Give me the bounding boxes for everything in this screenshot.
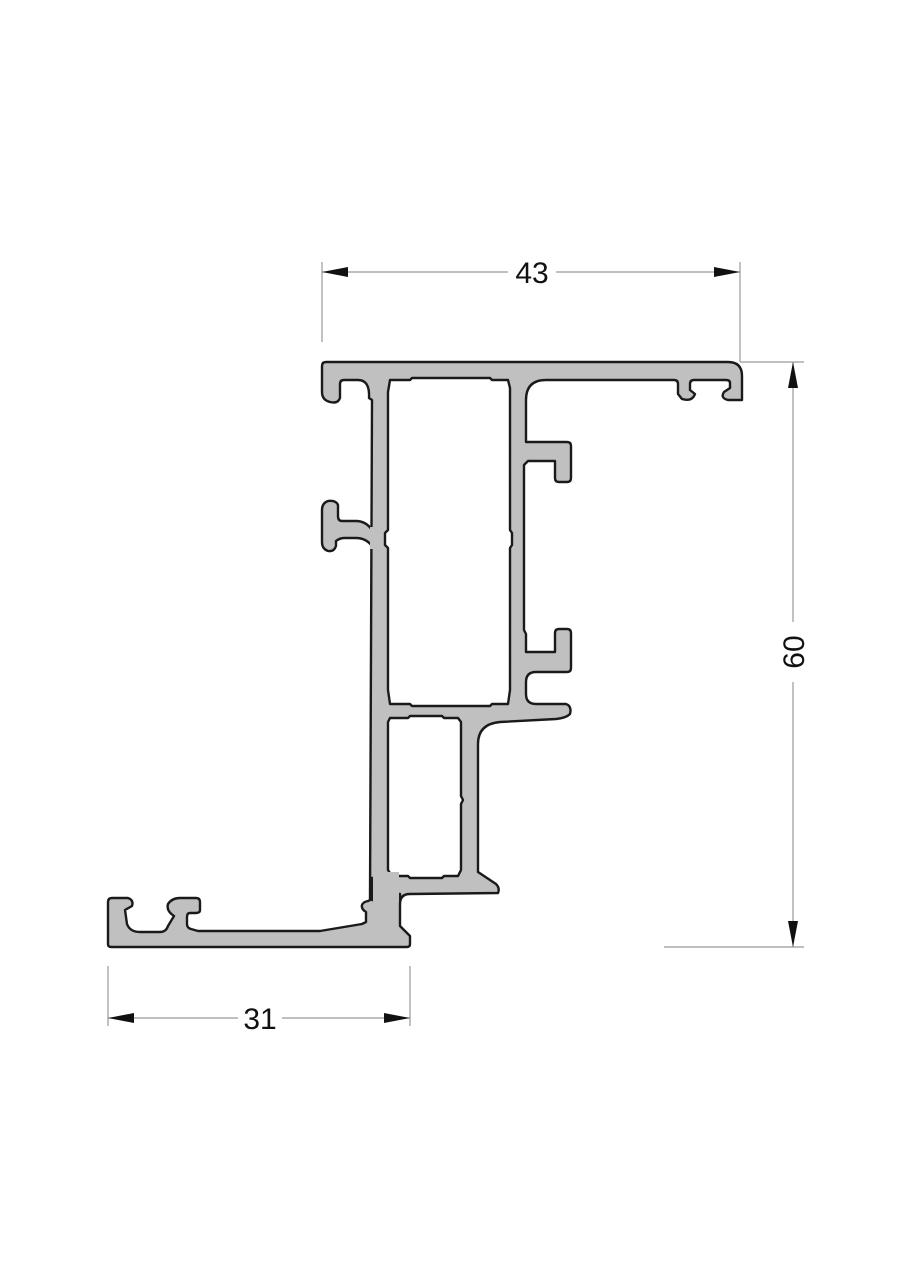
- arrowhead-right-bottom-icon: [384, 1013, 410, 1023]
- connector-fill: [373, 872, 399, 902]
- hook-joint: [370, 527, 374, 549]
- mid-hook: [320, 499, 374, 553]
- arrowhead-left-bottom-icon: [108, 1013, 134, 1023]
- dimension-top-width: [321, 262, 804, 363]
- profile-section: [106, 360, 744, 949]
- profile-outline: [106, 360, 744, 949]
- arrowhead-down-icon: [788, 921, 798, 947]
- dimension-height: [664, 362, 804, 948]
- dimension-label-31: 31: [243, 1003, 276, 1036]
- arrowhead-up-icon: [788, 362, 798, 388]
- arrowhead-left-icon: [322, 267, 348, 277]
- dimension-label-43: 43: [515, 257, 548, 290]
- dimension-label-60: 60: [778, 635, 811, 668]
- arrowhead-right-icon: [714, 267, 740, 277]
